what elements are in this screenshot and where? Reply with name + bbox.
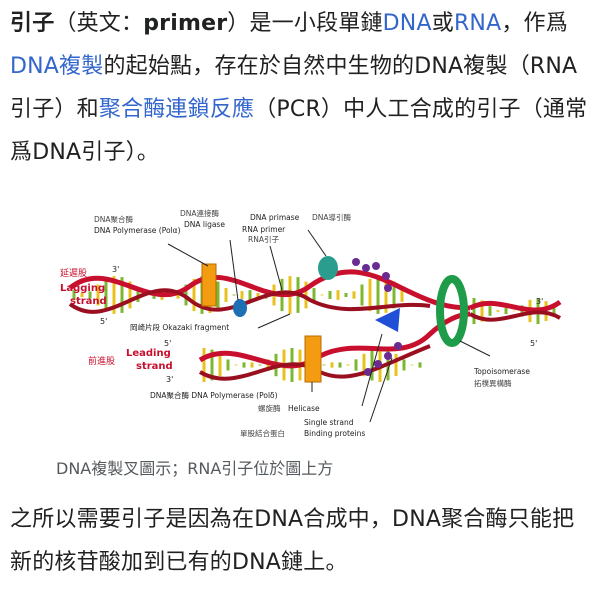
parental-duplex-b	[468, 310, 562, 322]
leading-label-en2: strand	[136, 361, 173, 372]
lagging-label-zh: 延遲股	[60, 267, 87, 279]
parental-duplex-a	[468, 299, 562, 313]
topoisomerase-label-zh: 拓樸異構酶	[474, 378, 512, 388]
helicase-shape	[375, 308, 400, 332]
ssb-label-en2: Binding proteins	[304, 429, 365, 438]
dna-primase-shape	[318, 256, 338, 280]
leading-label-en1: Leading	[126, 348, 171, 359]
ssb-proteins	[352, 258, 402, 376]
rna-primer-label-en: RNA primer	[242, 225, 286, 234]
helicase-label-en: Helicase	[288, 404, 320, 413]
intro-paragraph: 引子（英文：primer）是一小段單鏈DNA或RNA，作爲 DNA複製的起始點，存…	[10, 2, 590, 174]
replication-fork-figure[interactable]: DNA聚合酶 DNA Polymerase (Polα) DNA連接酶 DNA …	[50, 196, 570, 444]
leading-label-zh: 前進股	[88, 355, 115, 367]
dna-polymerase-alpha-label-zh: DNA聚合酶	[94, 214, 134, 224]
lagging-3prime: 3'	[112, 265, 119, 274]
ssb-label-zh: 單股結合蛋白	[240, 428, 285, 438]
leader-lines	[167, 229, 491, 423]
lagging-label-en1: Lagging	[60, 283, 105, 294]
link-dna[interactable]: DNA	[382, 11, 432, 36]
leading-3prime: 3'	[166, 375, 173, 384]
lagging-5prime: 5'	[100, 317, 107, 326]
okazaki-label: 岡崎片段 Okazaki fragment	[130, 322, 229, 332]
dna-ligase-label-en: DNA ligase	[184, 220, 225, 229]
topoisomerase-shape	[436, 275, 468, 347]
term-primer: 引子	[10, 11, 55, 36]
parent-3prime: 3'	[536, 297, 543, 306]
dna-polymerase-alpha-shape	[201, 263, 217, 307]
rna-primer-label-zh: RNA引子	[248, 235, 279, 244]
ssb-label-en1: Single strand	[304, 418, 354, 427]
link-pcr[interactable]: 聚合酶連鎖反應	[98, 97, 255, 122]
intro-text: （英文：	[54, 11, 144, 36]
intro-text: （PCR）中人工合成的引子（通常爲DNA引子）。	[10, 97, 588, 165]
dna-ligase-shape	[233, 299, 247, 317]
intro-text: ，作爲	[501, 11, 568, 36]
helicase-label-zh: 螺旋酶	[258, 403, 281, 413]
dna-primase-label-en: DNA primase	[250, 213, 300, 222]
replication-fork-diagram: DNA聚合酶 DNA Polymerase (Polα) DNA連接酶 DNA …	[60, 208, 562, 438]
figure-caption: DNA複製叉圖示；RNA引子位於圖上方	[56, 459, 334, 478]
intro-text: 是一小段單鏈	[249, 11, 383, 36]
lagging-label-en2: strand	[70, 296, 107, 307]
dna-polymerase-delta-label: DNA聚合酶 DNA Polymerase (Polδ)	[150, 390, 278, 400]
link-rna[interactable]: RNA	[453, 11, 502, 36]
reason-paragraph: 之所以需要引子是因為在DNA合成中，DNA聚合酶只能把新的核苷酸加到已有的DNA…	[10, 507, 575, 575]
dna-polymerase-delta-shape	[304, 335, 322, 383]
dna-ligase-label-zh: DNA連接酶	[180, 208, 220, 218]
topoisomerase-label-en: Topoisomerase	[473, 367, 530, 376]
link-dna-replication[interactable]: DNA複製	[10, 54, 104, 79]
parent-5prime: 5'	[530, 339, 537, 348]
dna-polymerase-alpha-label-en: DNA Polymerase (Polα)	[94, 226, 181, 235]
intro-text: ）	[227, 11, 250, 36]
lower-strand-a	[198, 311, 471, 369]
term-primer-en: primer	[143, 11, 228, 36]
intro-text: 或	[431, 11, 454, 36]
intro-text: 的起始點，存在於自然中生物的DNA複製（RNA引子）和	[10, 54, 578, 122]
dna-primase-label-zh: DNA導引酶	[312, 212, 352, 222]
leading-5prime: 5'	[164, 339, 171, 348]
